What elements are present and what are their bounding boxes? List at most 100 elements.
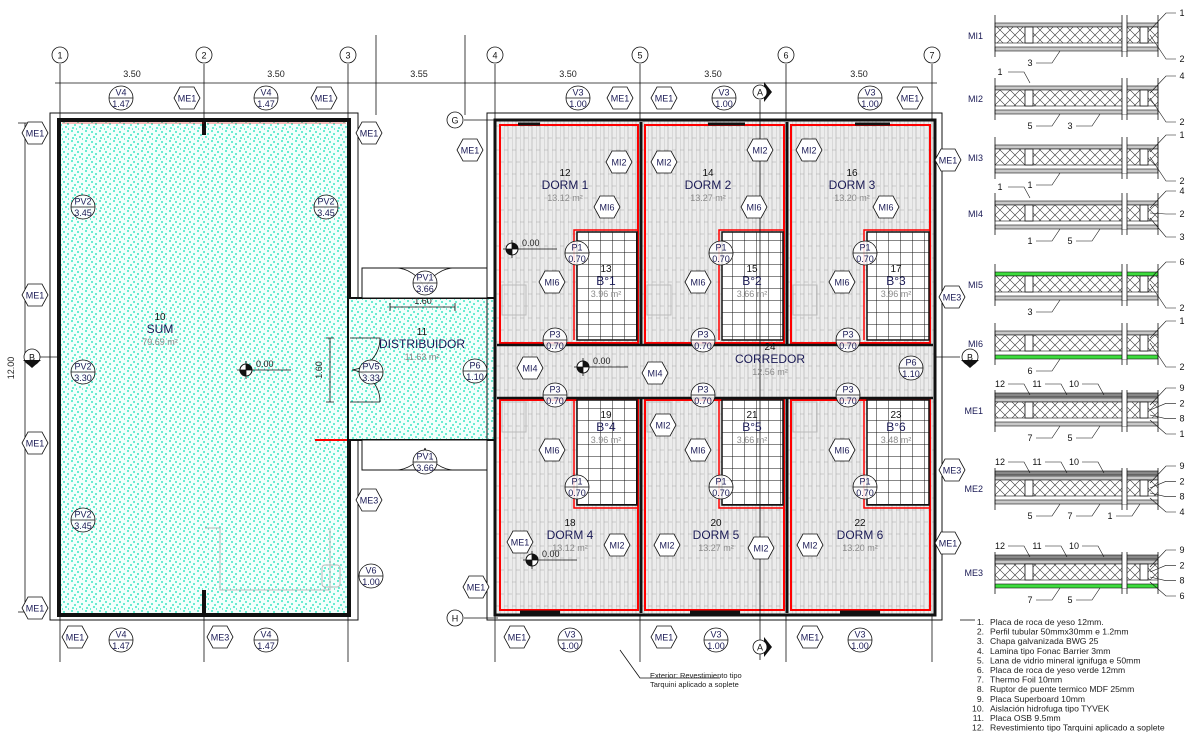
wall-type-label: MI2 [611,158,626,168]
opening-tag[interactable]: V31.00 [557,627,583,653]
wall-type-tag[interactable]: ME1 [21,431,49,455]
wall-type-label: MI4 [522,364,537,374]
grid-column-label: 1 [57,51,62,61]
wall-type-tag[interactable]: MI2 [603,533,631,557]
opening-tag[interactable]: P61.10 [898,355,924,381]
opening-code: PV2 [317,197,334,207]
opening-tag[interactable]: P10.70 [708,240,734,266]
opening-tag[interactable]: V31.00 [847,627,873,653]
wall-type-tag[interactable]: MI6 [872,195,900,219]
wall-type-tag[interactable]: MI6 [538,438,566,462]
opening-tag[interactable]: V41.47 [108,85,134,111]
opening-tag[interactable]: P30.70 [542,327,568,353]
wall-type-label: ME1 [26,291,45,301]
wall-type-tag[interactable]: MI2 [795,138,823,162]
opening-tag[interactable]: V41.47 [253,85,279,111]
opening-size: 1.10 [466,372,484,382]
callout-number: 9 [1179,545,1184,555]
opening-tag[interactable]: P10.70 [564,474,590,500]
wall-type-tag[interactable]: MI6 [593,195,621,219]
wall-type-tag[interactable]: ME1 [503,625,531,649]
wall-type-tag[interactable]: ME1 [606,86,634,110]
wall-type-label: ME1 [508,633,527,643]
opening-size: 3.33 [362,373,380,383]
wall-type-tag[interactable]: ME1 [61,625,89,649]
opening-tag[interactable]: P10.70 [852,474,878,500]
room-area: 12.56 m² [752,367,788,377]
wall-type-tag[interactable]: MI2 [653,533,681,557]
opening-tag[interactable]: P30.70 [690,382,716,408]
wall-type-tag[interactable]: ME3 [938,285,966,309]
wall-type-tag[interactable]: MI4 [641,361,669,385]
wall-type-tag[interactable]: ME1 [650,625,678,649]
wall-type-tag[interactable]: ME1 [796,625,824,649]
opening-tag[interactable]: V41.47 [253,627,279,653]
wall-type-tag[interactable]: ME1 [21,283,49,307]
opening-tag[interactable]: P61.10 [462,358,488,384]
room-area: 13.27 m² [690,193,726,203]
opening-tag[interactable]: P30.70 [835,382,861,408]
opening-tag[interactable]: V31.00 [711,85,737,111]
grid-column-bubble [339,46,357,64]
wall-type-tag[interactable]: ME1 [355,121,383,145]
wall-type-tag[interactable]: MI2 [796,533,824,557]
opening-tag[interactable]: V31.00 [703,627,729,653]
wall-type-tag[interactable]: ME3 [355,488,383,512]
legend-number: 6. [977,665,984,675]
wall-type-label: MI2 [609,541,624,551]
wall-type-tag[interactable]: MI6 [828,438,856,462]
legend-item: 11.Placa OSB 9.5mm [973,713,1061,723]
opening-size: 0.70 [546,341,564,351]
opening-tag[interactable]: V31.00 [857,85,883,111]
wall-type-tag[interactable]: ME1 [310,86,338,110]
wall-type-tag[interactable]: ME3 [938,458,966,482]
wall-type-tag[interactable]: MI2 [649,413,677,437]
wall-type-tag[interactable]: ME1 [462,575,490,599]
opening-size: 3.30 [74,373,92,383]
room-area: 3.66 m² [737,289,768,299]
wall-type-tag[interactable]: MI6 [538,270,566,294]
opening-tag[interactable]: P10.70 [564,240,590,266]
opening-tag[interactable]: P30.70 [690,327,716,353]
wall-type-tag[interactable]: MI6 [684,438,712,462]
opening-tag[interactable]: V61.00 [358,563,384,589]
opening-tag[interactable]: P30.70 [835,327,861,353]
wall-type-tag[interactable]: ME1 [21,596,49,620]
wall-type-tag[interactable]: ME1 [650,86,678,110]
wall-type-label: MI2 [753,544,768,554]
wall-type-tag[interactable]: ME1 [934,148,962,172]
legend-number: 11. [973,713,984,723]
wall-type-tag[interactable]: ME1 [896,86,924,110]
wall-type-label: ME3 [943,466,962,476]
opening-tag[interactable]: P10.70 [708,474,734,500]
wall-type-tag[interactable]: MI6 [740,195,768,219]
wall-type-label: MI6 [690,446,705,456]
wall-type-tag[interactable]: ME1 [506,530,534,554]
wall-type-tag[interactable]: ME3 [206,625,234,649]
wall-type-tag[interactable]: MI2 [650,150,678,174]
opening-tag[interactable]: V31.00 [565,85,591,111]
wall-type-tag[interactable]: ME1 [456,138,484,162]
opening-tag[interactable]: P10.70 [852,240,878,266]
wall-type-tag[interactable]: MI2 [605,150,633,174]
wall-type-tag[interactable]: MI2 [747,536,775,560]
wall-type-tag[interactable]: ME1 [21,121,49,145]
opening-tag[interactable]: V41.47 [108,627,134,653]
opening-code: P3 [842,385,853,395]
wall-type-tag[interactable]: MI4 [516,356,544,380]
wall-type-tag[interactable]: MI6 [684,270,712,294]
wall-type-tag[interactable]: MI6 [828,270,856,294]
grid-row-bubble [23,348,41,368]
wall-type-tag[interactable]: ME1 [934,531,962,555]
wall-type-tag[interactable]: ME1 [173,86,201,110]
wall-type-tag[interactable]: MI2 [746,138,774,162]
legend-number: 1. [977,617,984,627]
opening-tag[interactable]: P30.70 [542,382,568,408]
